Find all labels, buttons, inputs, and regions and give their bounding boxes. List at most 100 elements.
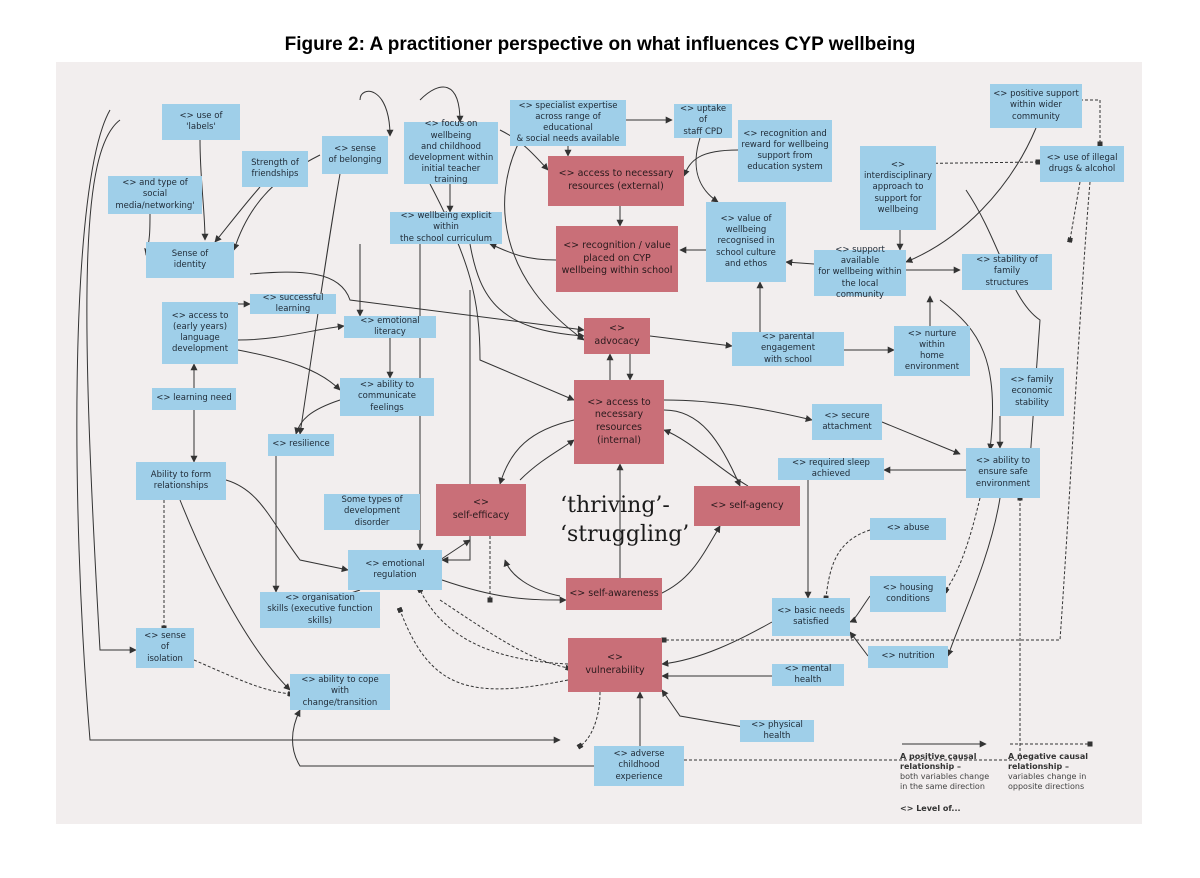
node-development-disorder: Some types of development disorder [324,494,420,530]
node-housing-conditions: <> housing conditions [870,576,946,612]
node-self-awareness: <> self-awareness [566,578,662,610]
node-emotional-regulation: <> emotional regulation [348,550,442,590]
node-use-of-illegal-drugs: <> use of illegal drugs & alcohol [1040,146,1124,182]
node-resilience: <> resilience [268,434,334,456]
link-62 [292,709,594,767]
link-70 [469,243,585,340]
node-nurture-home-environment: <> nurture within home environment [894,326,970,376]
link-48 [663,399,813,422]
link-54 [942,497,981,594]
node-self-agency: <> self-agency [694,486,800,526]
link-20 [237,323,345,341]
node-positive-support-wider-community: <> positive support within wider communi… [990,84,1082,128]
node-specialist-expertise: <> specialist expertise across range of … [510,100,626,146]
node-advocacy: <> advocacy [584,318,650,354]
link-0 [199,139,209,241]
link-47 [519,439,575,481]
link-83 [441,290,471,564]
node-abuse: <> abuse [870,518,946,540]
link-81 [249,271,585,333]
node-physical-health: <> physical health [740,720,814,742]
node-secure-attachment: <> secure attachment [812,404,882,440]
link-40 [649,335,733,349]
legend-positive-title: A positive causal relationship – [900,752,977,771]
node-stability-of-family-structures: <> stability of family structures [962,254,1052,290]
link-31 [193,659,293,697]
figure-title: Figure 2: A practitioner perspective on … [284,34,916,55]
link-74 [1067,181,1081,243]
node-emotional-literacy: <> emotional literacy [344,316,436,338]
node-required-sleep-achieved: <> required sleep achieved [778,458,884,480]
node-uptake-of-staff-cpd: <> uptake of staff CPD [674,104,732,138]
node-learning-need: <> learning need [152,388,236,410]
link-9 [682,149,739,177]
node-access-resources-external: <> access to necessary resources (extern… [548,156,684,206]
link-35 [503,559,561,597]
link-4 [297,173,341,435]
link-56 [849,595,871,623]
node-sense-of-isolation: <> sense of isolation [136,628,194,668]
link-55 [823,529,871,601]
link-11 [489,243,557,261]
link-76 [86,119,137,654]
link-21 [237,349,341,391]
link-79 [359,91,394,137]
node-interdisciplinary-approach: <> interdisciplinary approach to support… [860,146,936,230]
node-ability-cope-change: <> ability to cope with change/transitio… [290,674,390,710]
node-mental-health: <> mental health [772,664,844,686]
node-social-media: <> and type of social media/networking' [108,176,202,214]
legend-lines [902,740,1093,748]
node-organisation-skills: <> organisation skills (executive functi… [260,592,380,628]
link-32 [439,539,471,561]
node-access-resources-internal: <> access to necessary resources (intern… [574,380,664,464]
link-77 [76,109,561,744]
node-strength-of-friendships: Strength of friendships [242,151,308,187]
node-value-of-wellbeing-school-culture: <> value of wellbeing recognised in scho… [706,202,786,282]
legend-positive-desc: both variables change in the same direct… [900,772,990,791]
link-71 [504,139,585,341]
node-nutrition: <> nutrition [868,646,948,668]
link-45 [663,428,749,487]
thriving-struggling-label: ‘thriving’- ‘struggling’ [560,493,690,547]
node-vulnerability: <> vulnerability [568,638,662,692]
link-6 [499,129,549,171]
node-focus-on-wellbeing: <> focus on wellbeing and childhood deve… [404,119,498,185]
node-ability-ensure-safe-environment: <> ability to ensure safe environment [966,448,1040,498]
link-60 [661,621,773,667]
node-recognition-and-reward: <> recognition and reward for wellbeing … [738,120,832,182]
link-82 [439,599,571,671]
node-family-economic-stability: <> family economic stability [1000,368,1064,416]
link-2 [214,186,261,243]
link-72 [695,137,719,203]
link-68 [576,691,601,750]
node-self-efficacy: <> self-efficacy [436,484,526,536]
link-49 [881,421,961,455]
link-63 [684,495,1023,761]
link-57 [849,631,869,657]
link-27 [225,479,349,573]
legend-level-of: <> Level of... [900,804,961,813]
link-78 [419,86,464,123]
link-16 [905,127,1037,263]
legend-negative-desc: variables change in opposite directions [1008,772,1087,791]
node-ability-form-relationships: Ability to form relationships [136,462,226,500]
node-adverse-childhood-experience: <> adverse childhood experience [594,746,684,786]
link-30 [179,499,291,691]
node-sense-of-identity: Sense of identity [146,242,234,278]
link-80 [939,299,995,451]
node-ability-communicate-feelings: <> ability to communicate feelings [340,378,434,416]
link-75 [965,189,1041,461]
node-recognition-value-cyp-wellbeing: <> recognition / value placed on CYP wel… [556,226,678,292]
link-33 [441,579,567,604]
link-13 [785,258,815,266]
node-parental-engagement: <> parental engagement with school [732,332,844,366]
node-sense-of-belonging: <> sense of belonging [322,136,388,174]
link-44 [663,409,741,487]
link-65 [396,606,569,690]
link-53 [946,497,1001,657]
legend-negative-title: A negative causal relationship – [1008,752,1088,771]
link-46 [498,419,575,485]
node-basic-needs-satisfied: <> basic needs satisfied [772,598,850,636]
node-use-of-labels: <> use of 'labels' [162,104,240,140]
link-18 [1060,99,1103,147]
